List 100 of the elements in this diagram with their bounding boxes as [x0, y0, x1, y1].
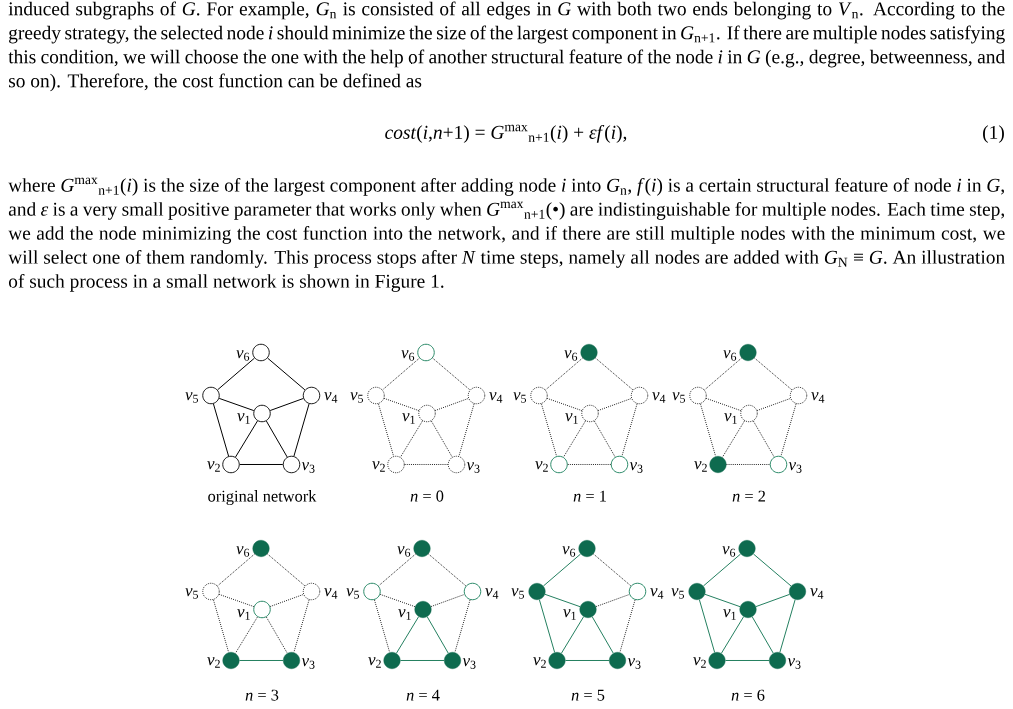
- panel-caption: n = 6: [731, 689, 765, 701]
- node-label: v$_{3}$: [466, 462, 480, 473]
- node-label: v$_{6}$: [562, 546, 576, 557]
- edge-line: [212, 403, 230, 457]
- edge-line: [751, 616, 774, 654]
- edge-line: [374, 599, 391, 653]
- edge-line: [538, 599, 556, 653]
- edge-line: [426, 616, 449, 654]
- edge-line: [217, 553, 256, 587]
- node-label: v$_{4}$: [485, 588, 499, 599]
- node-label: v$_{3}$: [627, 658, 641, 669]
- node-label: v$_{3}$: [301, 462, 315, 473]
- edge-line: [597, 398, 632, 411]
- edge-line: [400, 420, 423, 458]
- edge-line: [434, 398, 469, 411]
- node-label: v$_{6}$: [236, 546, 250, 557]
- body-paragraph: where G$^{max}$$_{n+1}$(i) is the size of the largest component after adding node i into G$_{n}$, f(i) is a certain structural feature of node i in G, and ε is a very small positive parameter that works only when G$^{max}$$_{n+1}$(•) are indistinguishable for multiple nodes. Each time step, we add the node minimizing the cost function into the network, and if there are still multiple nodes with the minimum cost, we will select one of them randomly. This process stops after N time steps, namely all nodes are added with G$_{N}$ ≡ G. An illustration of such process in a small network is shown in Figure 1.: [8, 177, 1005, 292]
- edge-line: [382, 357, 420, 391]
- node-label: v$_{1}$: [724, 413, 737, 424]
- edge-line: [217, 357, 255, 391]
- edge-line: [269, 397, 304, 411]
- body-paragraph: induced subgraphs of G. For example, G$_{n}$ is consisted of all edges in G with both two ends belonging to V$_{n}$. According to the greedy strategy, the selected node i should minimize the size of the largest component in G$_{n+1}$. If there are multiple nodes satisfying this condition, we will choose the one with the help of another structural feature of the node i in G (e.g., degree, betweenness, and so on). Therefore, the cost function can be defined as: [8, 1, 1005, 92]
- node-label: v$_{1}$: [563, 609, 576, 620]
- edge-line: [755, 593, 791, 608]
- edge-line: [234, 616, 258, 654]
- panel-caption: n = 0: [410, 490, 444, 502]
- node-label: v$_{2}$: [693, 657, 706, 668]
- node-label: v$_{1}$: [402, 413, 415, 424]
- panel-caption: original network: [208, 490, 317, 506]
- node-label: v$_{5}$: [185, 392, 199, 403]
- node-label: v$_{3}$: [301, 658, 315, 669]
- edge-line: [704, 593, 741, 608]
- edge-line: [752, 420, 775, 458]
- node-label: v$_{6}$: [723, 350, 737, 361]
- edge-line: [564, 660, 610, 661]
- edge-line: [265, 616, 288, 654]
- panel-caption: n = 3: [245, 689, 279, 701]
- panel-caption: n = 2: [732, 490, 765, 502]
- edge-line: [591, 616, 614, 654]
- node-label: v$_{4}$: [811, 392, 825, 403]
- edge-line: [621, 403, 638, 457]
- edge-line: [595, 594, 630, 608]
- node-label: v$_{1}$: [237, 609, 250, 620]
- node-label: v$_{2}$: [207, 657, 220, 668]
- edge-line: [720, 616, 745, 654]
- node-label: v$_{4}$: [489, 392, 503, 403]
- panel-caption: n = 5: [571, 689, 605, 701]
- edge-line: [238, 660, 284, 661]
- edge-line: [430, 420, 453, 458]
- edge-line: [563, 420, 586, 458]
- node-label: v$_{4}$: [324, 392, 338, 403]
- edge-line: [752, 553, 792, 587]
- edge-line: [218, 593, 255, 607]
- node-label: v$_{6}$: [397, 546, 411, 557]
- node-label: v$_{1}$: [237, 413, 250, 424]
- node-label: v$_{1}$: [565, 413, 578, 424]
- node-label: v$_{5}$: [513, 392, 527, 403]
- edge-line: [705, 397, 742, 412]
- edge-line: [542, 553, 582, 587]
- equation-number: (1): [983, 125, 1004, 143]
- edge-line: [560, 616, 585, 654]
- node-label: v$_{5}$: [350, 392, 364, 403]
- node-label: v$_{2}$: [533, 657, 546, 668]
- edge-line: [721, 420, 745, 458]
- edge-line: [235, 420, 258, 458]
- edge-line: [595, 357, 634, 391]
- node-label: v$_{2}$: [368, 657, 381, 668]
- node-label: v$_{5}$: [185, 588, 199, 599]
- edge-line: [239, 464, 284, 465]
- edge-line: [754, 357, 793, 391]
- node-label: v$_{6}$: [722, 546, 736, 557]
- edge-line: [404, 464, 449, 465]
- node-label: v$_{3}$: [462, 658, 476, 669]
- edge-line: [698, 599, 716, 653]
- panel-caption: n = 1: [573, 490, 606, 502]
- edge-line: [779, 599, 796, 653]
- edge-line: [541, 403, 557, 457]
- edge-line: [213, 599, 230, 653]
- edge-line: [704, 357, 743, 391]
- edge-line: [383, 397, 420, 412]
- edge-line: [399, 660, 445, 661]
- node-label: v$_{4}$: [652, 392, 666, 403]
- edge-line: [378, 403, 395, 457]
- edge-line: [265, 420, 288, 458]
- edge-line: [267, 357, 306, 391]
- node-label: v$_{5}$: [346, 588, 360, 599]
- edge-line: [428, 553, 467, 587]
- node-label: v$_{2}$: [535, 461, 548, 472]
- edge-line: [454, 599, 471, 653]
- edge-line: [756, 398, 791, 411]
- edge-line: [593, 553, 632, 587]
- edge-line: [700, 403, 717, 457]
- edge-line: [379, 594, 416, 608]
- edge-line: [458, 403, 475, 457]
- edge-line: [702, 553, 742, 587]
- panel-caption: n = 4: [406, 689, 440, 701]
- edge-line: [378, 553, 417, 587]
- edge-line: [724, 660, 770, 661]
- node-label: v$_{5}$: [672, 392, 686, 403]
- edge-line: [567, 464, 612, 465]
